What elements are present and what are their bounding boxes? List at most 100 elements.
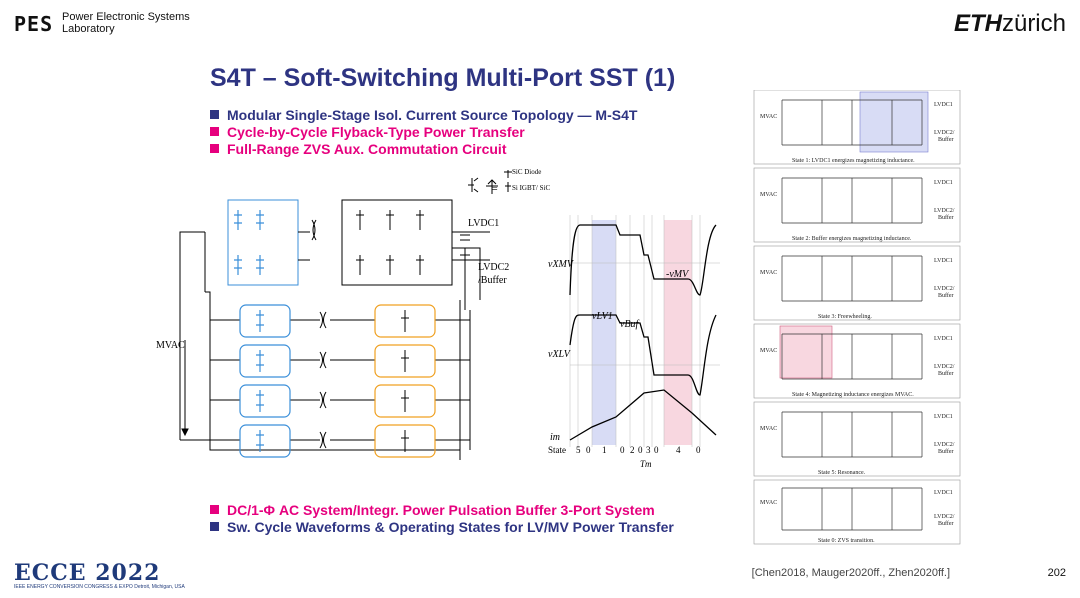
state-number: 5: [576, 445, 581, 455]
label-buffer: /Buffer: [478, 275, 507, 286]
state-label-lvdc2: LVDC2/: [934, 442, 955, 448]
state-label-buffer: Buffer: [938, 214, 954, 221]
state-label-mvac: MVAC: [760, 270, 777, 276]
label-lvdc2: LVDC2: [478, 262, 509, 273]
state-sequence: 5 0 1 0 2 0 3 0 4 0: [576, 445, 701, 455]
state-caption: State 3: Freewheeling.: [818, 314, 872, 320]
label-vbuf: vBuf: [620, 319, 640, 330]
lv-module-group: [374, 304, 436, 458]
org-name: Power Electronic Systems Laboratory: [62, 11, 190, 35]
state-number: 2: [630, 445, 635, 455]
bullet-square-icon: [210, 110, 219, 119]
pes-logo-mark: PES: [14, 12, 54, 36]
label-im: im: [550, 432, 560, 443]
label-lvdc1: LVDC1: [468, 218, 499, 229]
operating-states-diagram: MVAC LVDC1 LVDC2/ Buffer State 1: LVDC1 …: [753, 89, 961, 545]
mv-module-group: [234, 210, 291, 458]
trace-vxlv: [569, 314, 717, 396]
state-caption: State 0: ZVS transition.: [818, 538, 875, 544]
label-tm: Tm: [640, 459, 652, 469]
state-number: 0: [620, 445, 625, 455]
state-label-lvdc1: LVDC1: [934, 336, 953, 342]
label-vlv1: vLV1: [592, 311, 613, 322]
state4-highlight: [779, 325, 833, 379]
state-label-lvdc1: LVDC1: [934, 414, 953, 420]
device-legend: SiC Diode Si IGBT/ SiC MOSFET =: [468, 168, 550, 195]
state-label-lvdc2: LVDC2/: [934, 208, 955, 214]
lv-module: [374, 384, 436, 418]
state-label-buffer: Buffer: [938, 292, 954, 299]
shade-state4: [664, 220, 692, 445]
state-label-lvdc2: LVDC2/: [934, 514, 955, 520]
state-number: 0: [638, 445, 643, 455]
org-name-line2: Laboratory: [62, 23, 115, 35]
lv-module: [374, 304, 436, 338]
state-number: 0: [654, 445, 659, 455]
bullet-text: DC/1-Φ AC System/Integr. Power Pulsation…: [227, 502, 655, 518]
mv-module: [239, 344, 291, 378]
bullet-item: Cycle-by-Cycle Flyback-Type Power Transf…: [210, 124, 637, 141]
bullet-item: Full-Range ZVS Aux. Commutation Circuit: [210, 141, 637, 158]
state-label-mvac: MVAC: [760, 114, 777, 120]
state-label-lvdc2: LVDC2/: [934, 286, 955, 292]
ecce-logo: ECCE 2022: [14, 560, 161, 586]
state-label-lvdc2: LVDC2/: [934, 364, 955, 370]
mv-module: [239, 304, 291, 338]
bullet-list-bottom: DC/1-Φ AC System/Integr. Power Pulsation…: [210, 502, 674, 536]
state-label-lvdc1: LVDC1: [934, 180, 953, 186]
switching-waveforms: vXMV -vMV vLV1 vBuf vXLV im State 5 0 1 …: [548, 215, 720, 469]
bullet-text: Sw. Cycle Waveforms & Operating States f…: [227, 519, 674, 535]
legend-switch-label: Si IGBT/ SiC MOSFET: [512, 184, 550, 192]
state-label-mvac: MVAC: [760, 348, 777, 354]
ecce-logo-subtitle: IEEE ENERGY CONVERSION CONGRESS & EXPO D…: [14, 584, 185, 590]
label-state: State: [548, 445, 566, 455]
bullet-item: DC/1-Φ AC System/Integr. Power Pulsation…: [210, 502, 674, 519]
trace-im: [569, 389, 717, 441]
lv-module: [374, 344, 436, 378]
bullet-text: Full-Range ZVS Aux. Commutation Circuit: [227, 141, 507, 157]
state-label-lvdc2: LVDC2/: [934, 130, 955, 136]
svg-text:=: =: [492, 184, 498, 195]
state-number: 4: [676, 445, 681, 455]
state-label-lvdc1: LVDC1: [934, 102, 953, 108]
label-vxmv: vXMV: [548, 259, 575, 270]
state-number: 1: [602, 445, 607, 455]
state-number: 0: [586, 445, 591, 455]
state-label-mvac: MVAC: [760, 500, 777, 506]
references: [Chen2018, Mauger2020ff., Zhen2020ff.]: [751, 567, 950, 579]
bullet-item: Sw. Cycle Waveforms & Operating States f…: [210, 519, 674, 536]
label-vmv: -vMV: [666, 269, 690, 280]
state-label-lvdc1: LVDC1: [934, 490, 953, 496]
state1-highlight: [859, 91, 929, 153]
state-label-buffer: Buffer: [938, 448, 954, 455]
page-number: 202: [1047, 567, 1066, 579]
bullet-square-icon: [210, 522, 219, 531]
state-caption: State 5: Resonance.: [818, 470, 866, 476]
bullet-square-icon: [210, 144, 219, 153]
state-caption: State 1: LVDC1 energizes magnetizing ind…: [792, 158, 915, 164]
trace-vxmv: [569, 224, 717, 296]
state-label-lvdc1: LVDC1: [934, 258, 953, 264]
state-label-buffer: Buffer: [938, 370, 954, 377]
state-label-mvac: MVAC: [760, 192, 777, 198]
bullet-text: Modular Single-Stage Isol. Current Sourc…: [227, 107, 638, 123]
operating-states-panel: MVAC LVDC1 LVDC2/ Buffer State 1: LVDC1 …: [752, 89, 968, 550]
bullet-list-top: Modular Single-Stage Isol. Current Sourc…: [210, 107, 637, 158]
shade-state1: [592, 220, 616, 445]
lv-module: [374, 424, 436, 458]
state-label-mvac: MVAC: [760, 426, 777, 432]
slide-title: S4T – Soft-Switching Multi-Port SST (1): [210, 64, 676, 92]
org-name-line1: Power Electronic Systems: [62, 11, 190, 23]
bullet-square-icon: [210, 127, 219, 136]
state-label-buffer: Buffer: [938, 136, 954, 143]
label-vxlv: vXLV: [548, 349, 572, 360]
eth-logo-bold: ETH: [953, 10, 1002, 37]
s4t-schematic: SiC Diode Si IGBT/ SiC MOSFET =: [156, 168, 550, 460]
eth-logo: ETHzürich: [954, 10, 1066, 38]
bullet-square-icon: [210, 505, 219, 514]
state-label-buffer: Buffer: [938, 520, 954, 527]
state-caption: State 2: Buffer energizes magnetizing in…: [792, 235, 912, 242]
state-number: 3: [646, 445, 651, 455]
bullet-item: Modular Single-Stage Isol. Current Sourc…: [210, 107, 637, 124]
legend-diode-label: SiC Diode: [512, 168, 541, 176]
